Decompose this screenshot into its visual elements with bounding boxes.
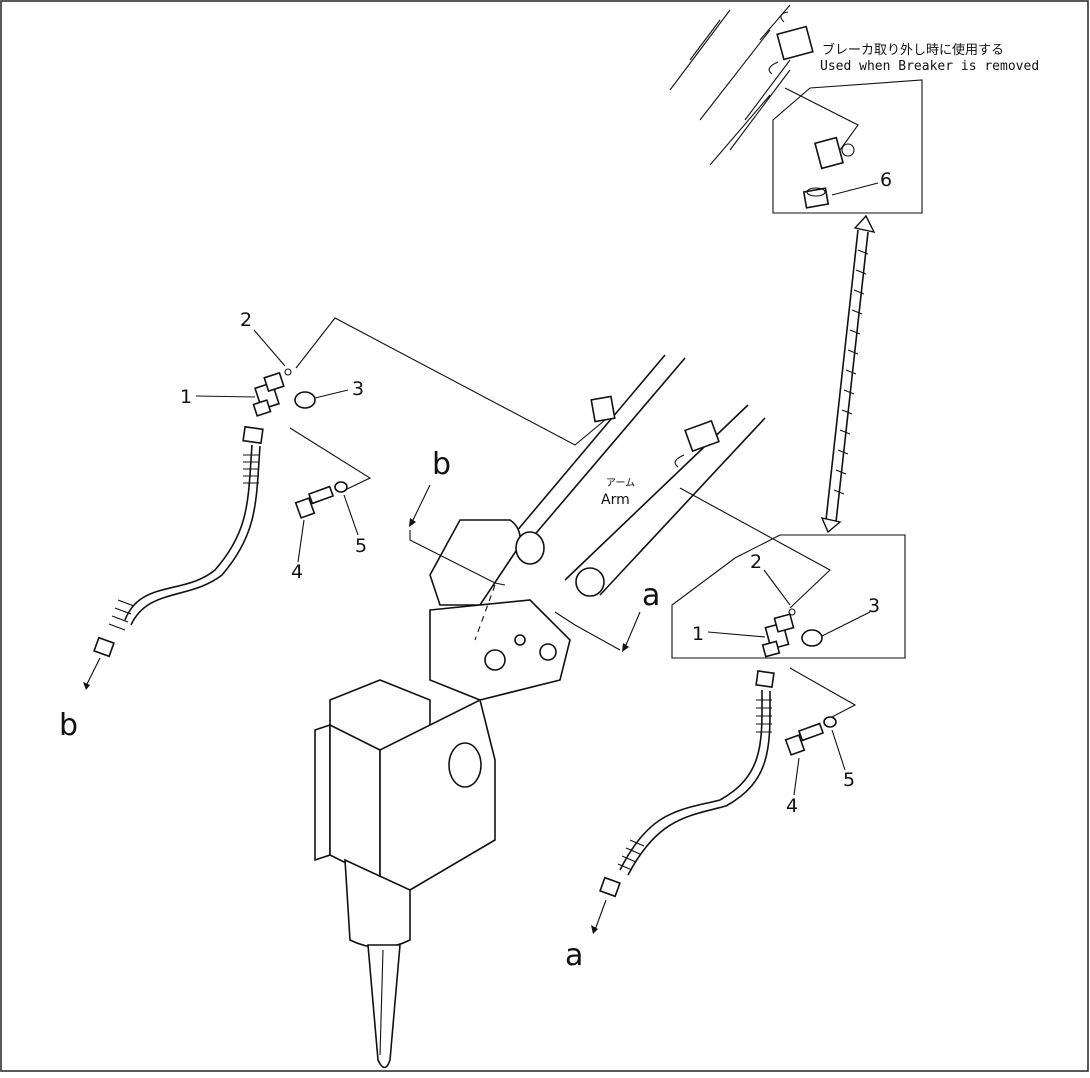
callout-left-2: 2 (240, 309, 252, 331)
callout-right-4: 4 (786, 795, 798, 817)
split-flange-left (294, 391, 316, 409)
leader-lines (289, 87, 859, 719)
callout-right-3: 3 (868, 595, 880, 617)
plug-fitting (814, 136, 855, 170)
bolt-left (294, 485, 335, 519)
o-ring-right (788, 608, 796, 616)
elbow-fitting-right (761, 613, 795, 658)
cap-nut (802, 187, 830, 209)
callout-left-4: 4 (291, 561, 303, 583)
right-assembly (591, 534, 906, 934)
hose-left (93, 425, 264, 658)
arm-label-jp: アーム (606, 477, 635, 489)
callout-left-5: 5 (355, 535, 367, 557)
washer-left (334, 481, 348, 493)
mark-a-top: a (642, 578, 660, 613)
left-assembly (83, 329, 359, 690)
arm-label-en: Arm (601, 492, 630, 508)
callout-detail-6: 6 (880, 169, 892, 191)
note-en: Used when Breaker is removed (820, 59, 1039, 74)
o-ring-left (284, 368, 292, 376)
callout-right-1: 1 (692, 623, 704, 645)
split-flange-right (801, 629, 823, 647)
washer-right (823, 716, 837, 728)
callout-left-3: 3 (352, 378, 364, 400)
mark-a-bottom: a (565, 938, 583, 973)
bolt-right (784, 722, 825, 756)
mark-b-top: b (432, 447, 451, 482)
callout-right-2: 2 (750, 551, 762, 573)
mark-b-bottom: b (59, 708, 78, 743)
arm-drawing (504, 4, 814, 596)
note-text: ブレーカ取り外し時に使用する Used when Breaker is remo… (820, 42, 1039, 74)
note-jp: ブレーカ取り外し時に使用する (822, 42, 1004, 58)
callout-left-1: 1 (180, 386, 192, 408)
callout-right-5: 5 (843, 769, 855, 791)
breaker-drawing (314, 519, 605, 1069)
interchange-arrow (820, 214, 876, 534)
elbow-fitting-left (252, 371, 285, 417)
removal-detail (772, 79, 923, 534)
hose-right (599, 670, 775, 898)
